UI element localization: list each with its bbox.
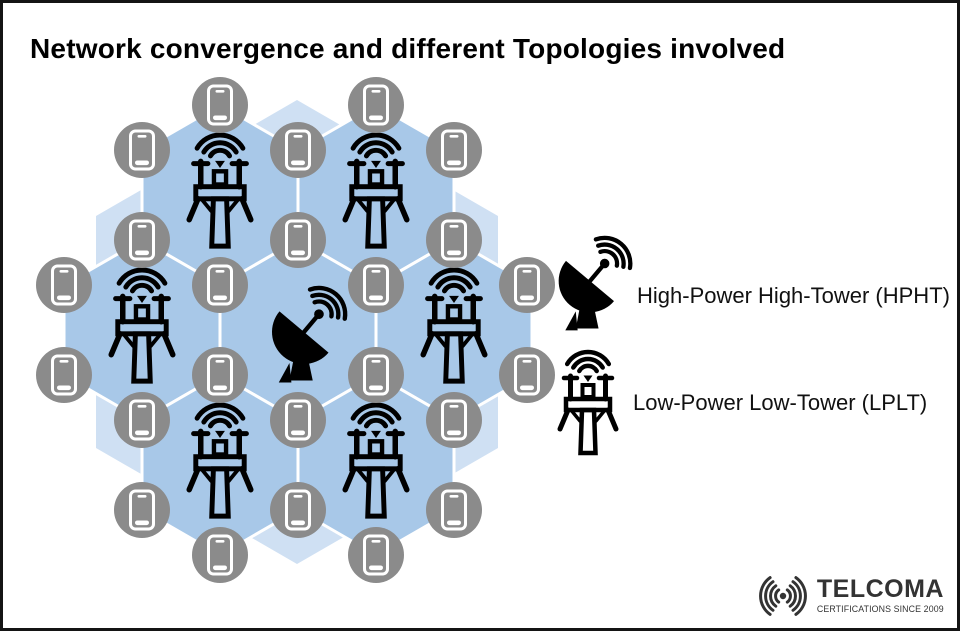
smartphone-icon — [112, 120, 172, 180]
smartphone-icon — [424, 480, 484, 540]
smartphone-icon — [112, 210, 172, 270]
cell-tower-icon — [560, 352, 616, 453]
smartphone-icon — [268, 390, 328, 450]
smartphone-icon — [268, 480, 328, 540]
smartphone-icon — [497, 345, 557, 405]
smartphone-icon — [34, 255, 94, 315]
smartphone-icon — [268, 210, 328, 270]
smartphone-icon — [268, 120, 328, 180]
smartphone-icon — [424, 390, 484, 450]
smartphone-icon — [34, 345, 94, 405]
logo-tagline: CERTIFICATIONS SINCE 2009 — [816, 603, 944, 614]
legend-label-hpht: High-Power High-Tower (HPHT) — [637, 283, 950, 308]
smartphone-icon — [346, 75, 406, 135]
satellite-dish-icon — [546, 224, 645, 331]
legend-lplt-icon — [560, 352, 616, 453]
smartphone-icon — [346, 255, 406, 315]
logo-brand: TELCOMA — [816, 575, 944, 604]
smartphone-icon — [346, 345, 406, 405]
smartphone-icon — [190, 345, 250, 405]
smartphone-icon — [112, 390, 172, 450]
smartphone-icon — [424, 120, 484, 180]
smartphone-icon — [190, 255, 250, 315]
radio-waves-icon — [759, 576, 807, 616]
smartphone-icon — [346, 525, 406, 585]
smartphone-icon — [190, 525, 250, 585]
telcoma-logo: TELCOMA CERTIFICATIONS SINCE 2009 — [752, 573, 944, 619]
legend-hpht-icon — [546, 224, 645, 331]
smartphone-icon — [497, 255, 557, 315]
smartphone-icon — [112, 480, 172, 540]
legend-label-lplt: Low-Power Low-Tower (LPLT) — [633, 390, 928, 415]
smartphone-icon — [190, 75, 250, 135]
page-title: Network convergence and different Topolo… — [30, 33, 786, 64]
smartphone-icon — [424, 210, 484, 270]
